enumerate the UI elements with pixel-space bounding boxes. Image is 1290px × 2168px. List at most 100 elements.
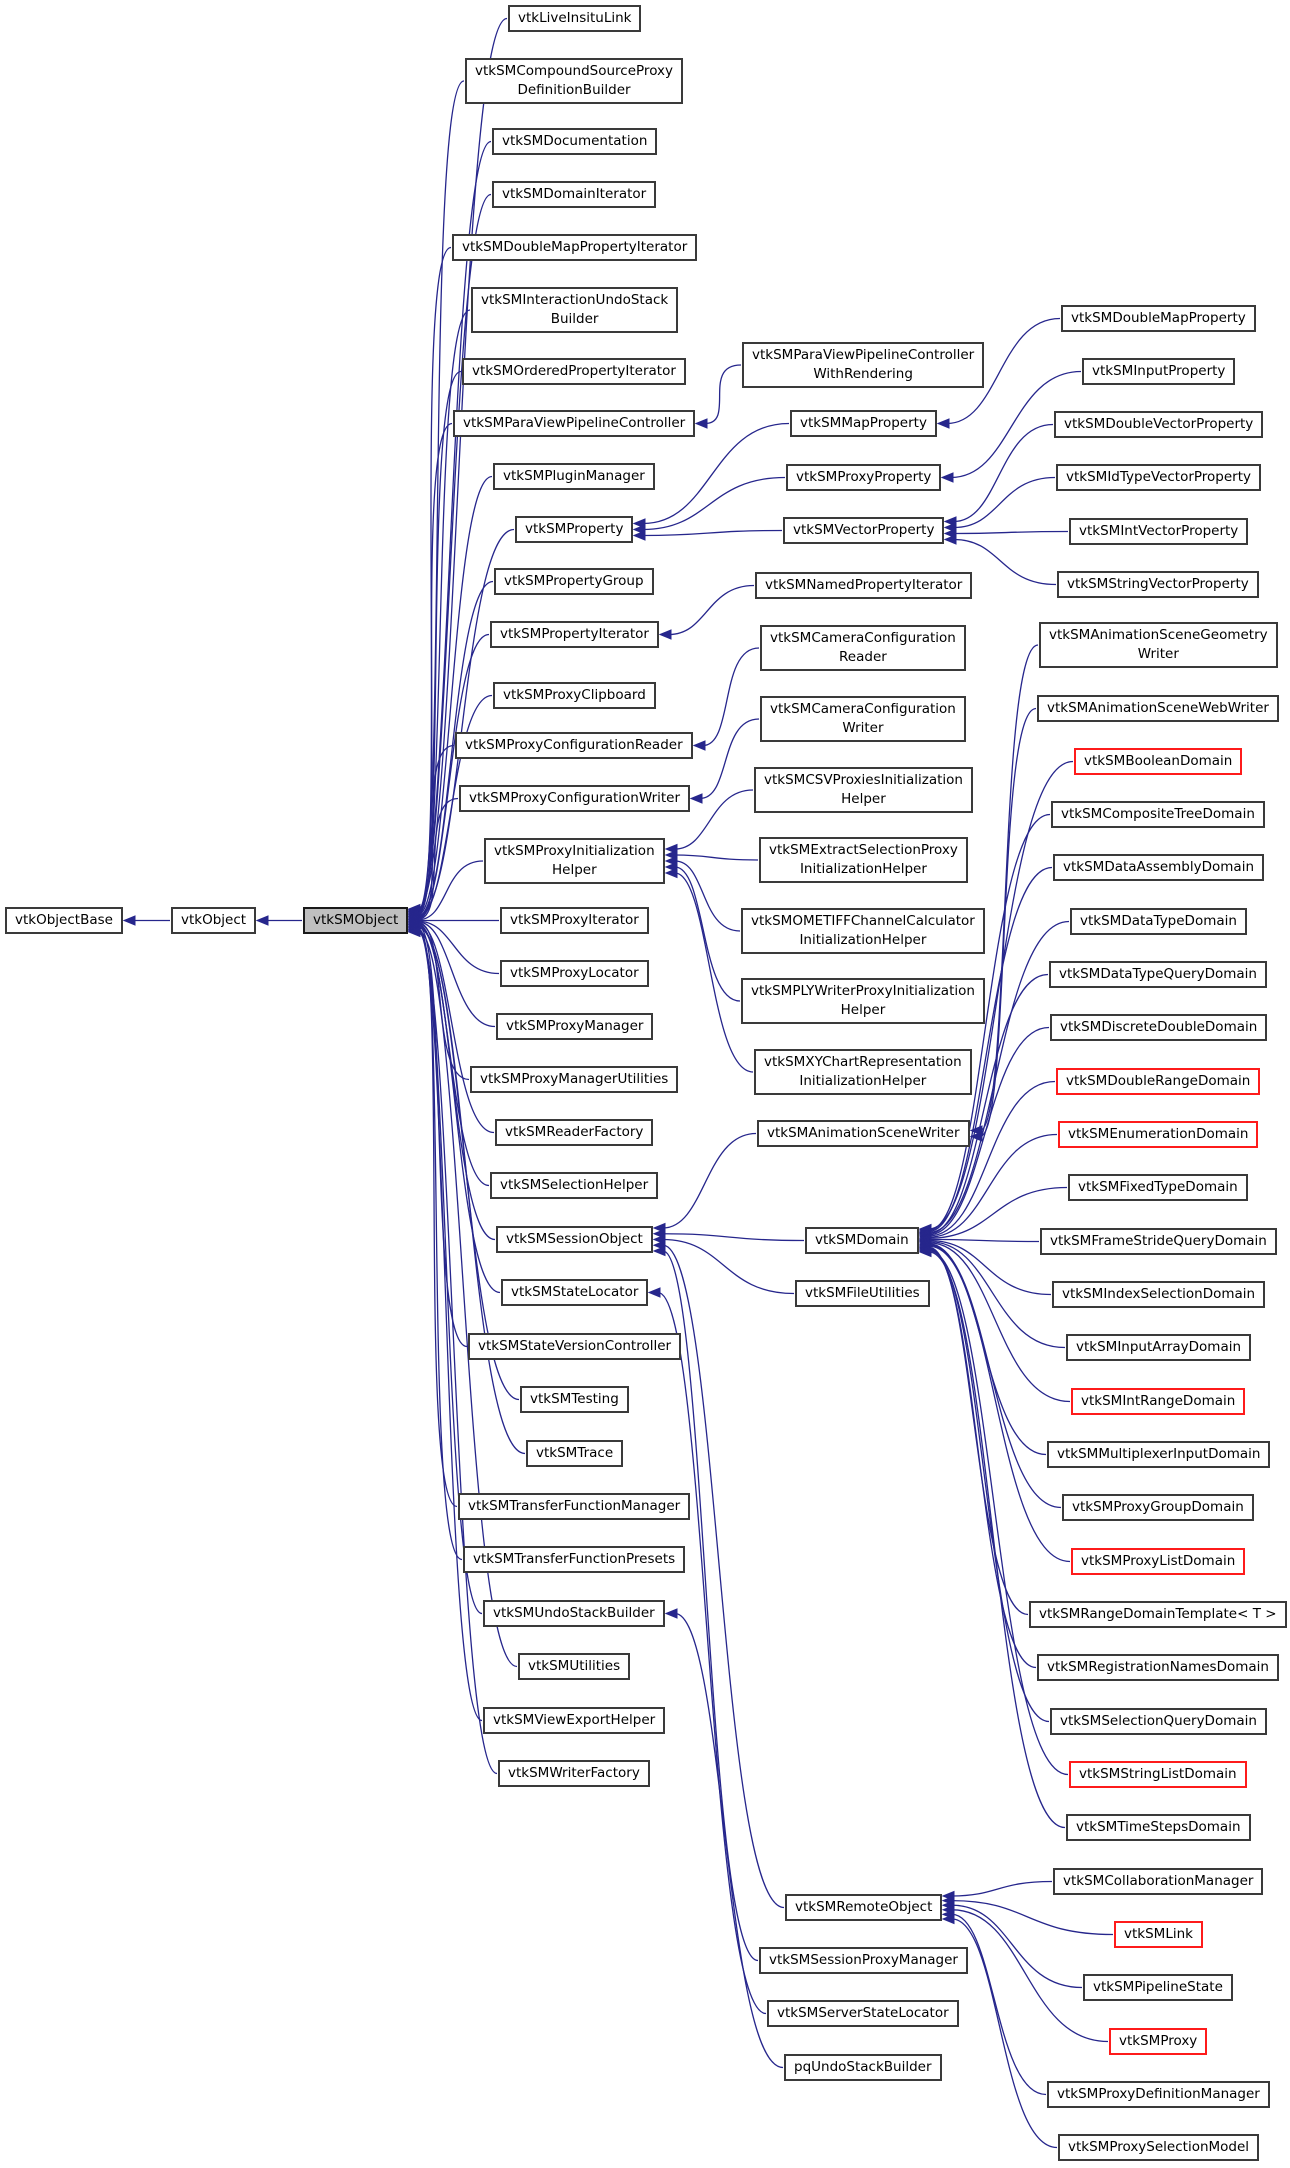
class-node[interactable]: vtkSMDomain [805,1227,919,1254]
inheritance-edge [662,1132,757,1229]
class-node[interactable]: vtkSMFileUtilities [795,1280,930,1307]
class-node[interactable]: vtkSMWriterFactory [498,1760,650,1787]
class-node[interactable]: vtkSMUndoStackBuilder [483,1600,665,1627]
inheritance-edge [951,1880,1053,1897]
class-node[interactable]: vtkSMIntVectorProperty [1069,518,1249,545]
class-node[interactable]: vtkSMCameraConfiguration Reader [760,625,966,671]
class-node[interactable]: vtkSMParaViewPipelineController WithRend… [742,342,985,388]
class-node[interactable]: vtkSMTimeStepsDomain [1066,1814,1251,1841]
class-node[interactable]: vtkSMVectorProperty [783,517,945,544]
class-node[interactable]: vtkSMDiscreteDoubleDomain [1050,1014,1268,1041]
class-node[interactable]: vtkSMOrderedPropertyIterator [462,358,686,385]
class-node[interactable]: vtkSMProxyInitialization Helper [484,838,665,884]
class-node[interactable]: vtkSMOMETIFFChannelCalculator Initializa… [741,908,985,954]
class-node[interactable]: vtkSMMapProperty [790,410,937,437]
class-node[interactable]: vtkSMProxyClipboard [493,682,656,709]
class-node[interactable]: vtkSMXYChartRepresentation Initializatio… [754,1049,972,1095]
class-node[interactable]: pqUndoStackBuilder [784,2054,942,2081]
class-node[interactable]: vtkSMMultiplexerInputDomain [1047,1441,1271,1468]
class-node[interactable]: vtkSMPLYWriterProxyInitialization Helper [741,978,985,1024]
class-node[interactable]: vtkSMViewExportHelper [483,1707,666,1734]
class-node[interactable]: vtkSMCollaborationManager [1053,1868,1264,1895]
class-node[interactable]: vtkSMSelectionHelper [490,1172,659,1199]
class-node[interactable]: vtkSMRemoteObject [785,1894,943,1921]
inheritance-edge [417,475,493,916]
class-node[interactable]: vtkSMDataAssemblyDomain [1053,854,1265,881]
class-node[interactable]: vtkSMDoubleVectorProperty [1054,411,1264,438]
class-node[interactable]: vtkSMProxyListDomain [1071,1548,1246,1575]
class-node[interactable]: vtkSMDocumentation [492,128,658,155]
inheritance-arrowhead [936,418,950,429]
class-node[interactable]: vtkSMPropertyIterator [490,621,659,648]
class-node[interactable]: vtkSMReaderFactory [495,1119,654,1146]
class-node[interactable]: vtkSMProxySelectionModel [1058,2134,1260,2161]
class-node[interactable]: vtkSMProxyDefinitionManager [1047,2081,1270,2108]
class-node[interactable]: vtkSMAnimationSceneWebWriter [1037,695,1279,722]
class-node[interactable]: vtkSMProxyConfigurationWriter [459,785,691,812]
class-node[interactable]: vtkObject [171,907,257,934]
class-node[interactable]: vtkSMDoubleMapPropertyIterator [452,234,698,261]
class-node[interactable]: vtkSMPluginManager [493,463,655,490]
class-node[interactable]: vtkSMTrace [526,1440,624,1467]
inheritance-arrowhead [255,915,269,926]
class-node[interactable]: vtkSMFrameStrideQueryDomain [1040,1228,1277,1255]
class-node[interactable]: vtkLiveInsituLink [508,5,642,32]
class-node[interactable]: vtkSMProxyGroupDomain [1062,1494,1254,1521]
inheritance-edge [417,930,483,1722]
class-node[interactable]: vtkSMRangeDomainTemplate< T > [1029,1601,1287,1628]
class-node[interactable]: vtkSMTransferFunctionPresets [463,1546,686,1573]
class-node[interactable]: vtkObjectBase [5,907,123,934]
class-node[interactable]: vtkSMCSVProxiesInitialization Helper [754,767,973,813]
class-node[interactable]: vtkSMIndexSelectionDomain [1052,1281,1266,1308]
class-node[interactable]: vtkSMIdTypeVectorProperty [1056,464,1262,491]
class-node[interactable]: vtkSMFixedTypeDomain [1068,1174,1248,1201]
class-node[interactable]: vtkSMServerStateLocator [767,2000,959,2027]
class-node[interactable]: vtkSMParaViewPipelineController [453,410,696,437]
class-node[interactable]: vtkSMSessionObject [496,1226,653,1253]
class-node[interactable]: vtkSMAnimationSceneWriter [757,1120,970,1147]
class-node[interactable]: vtkSMTransferFunctionManager [458,1493,691,1520]
class-node[interactable]: vtkSMCameraConfiguration Writer [760,696,966,742]
class-node[interactable]: vtkSMProxy [1109,2028,1208,2055]
class-node[interactable]: vtkSMSessionProxyManager [759,1947,968,1974]
class-node[interactable]: vtkSMPipelineState [1083,1974,1233,2001]
class-node[interactable]: vtkSMProxyLocator [500,960,649,987]
class-node[interactable]: vtkSMBooleanDomain [1074,748,1243,775]
class-node[interactable]: vtkSMIntRangeDomain [1071,1388,1246,1415]
class-node[interactable]: vtkSMCompoundSourceProxy DefinitionBuild… [465,58,684,104]
class-node[interactable]: vtkSMDataTypeDomain [1070,908,1247,935]
class-node[interactable]: vtkSMEnumerationDomain [1058,1121,1259,1148]
class-node[interactable]: vtkSMStateLocator [501,1279,649,1306]
class-node[interactable]: vtkSMCompositeTreeDomain [1051,801,1265,828]
class-node[interactable]: vtkSMTesting [520,1386,629,1413]
class-node[interactable]: vtkSMRegistrationNamesDomain [1037,1654,1279,1681]
class-node[interactable]: vtkSMInputArrayDomain [1066,1334,1252,1361]
class-node[interactable]: vtkSMInteractionUndoStack Builder [471,287,679,333]
class-node[interactable]: vtkSMAnimationSceneGeometry Writer [1039,622,1278,668]
inheritance-edge [642,422,790,525]
class-node[interactable]: vtkSMExtractSelectionProxy Initializatio… [759,837,968,883]
class-node[interactable]: vtkSMUtilities [518,1653,631,1680]
class-node[interactable]: vtkSMPropertyGroup [494,568,654,595]
class-node[interactable]: vtkSMNamedPropertyIterator [755,572,973,599]
class-node[interactable]: vtkSMProxyConfigurationReader [455,732,693,759]
inheritance-edge [674,854,759,861]
class-node[interactable]: vtkSMInputProperty [1082,358,1236,385]
class-node[interactable]: vtkSMProxyManager [496,1013,654,1040]
inheritance-arrowhead [941,1913,955,1925]
class-node[interactable]: vtkSMStringListDomain [1069,1761,1247,1788]
class-node[interactable]: vtkSMDoubleMapProperty [1061,305,1256,332]
class-node[interactable]: vtkSMProxyManagerUtilities [470,1066,679,1093]
class-node[interactable]: vtkSMDataTypeQueryDomain [1049,961,1267,988]
class-node[interactable]: vtkSMDoubleRangeDomain [1056,1068,1261,1095]
class-node[interactable]: vtkSMProxyProperty [786,464,942,491]
class-node[interactable]: vtkSMSelectionQueryDomain [1050,1708,1267,1735]
class-node[interactable]: vtkSMStateVersionController [468,1333,682,1360]
inheritance-edge [417,246,452,913]
inheritance-edge [417,694,493,919]
class-node[interactable]: vtkSMProperty [515,516,634,543]
class-node[interactable]: vtkSMProxyIterator [500,907,649,934]
class-node[interactable]: vtkSMDomainIterator [492,181,657,208]
class-node[interactable]: vtkSMStringVectorProperty [1057,571,1259,598]
class-node[interactable]: vtkSMLink [1114,1921,1203,1948]
